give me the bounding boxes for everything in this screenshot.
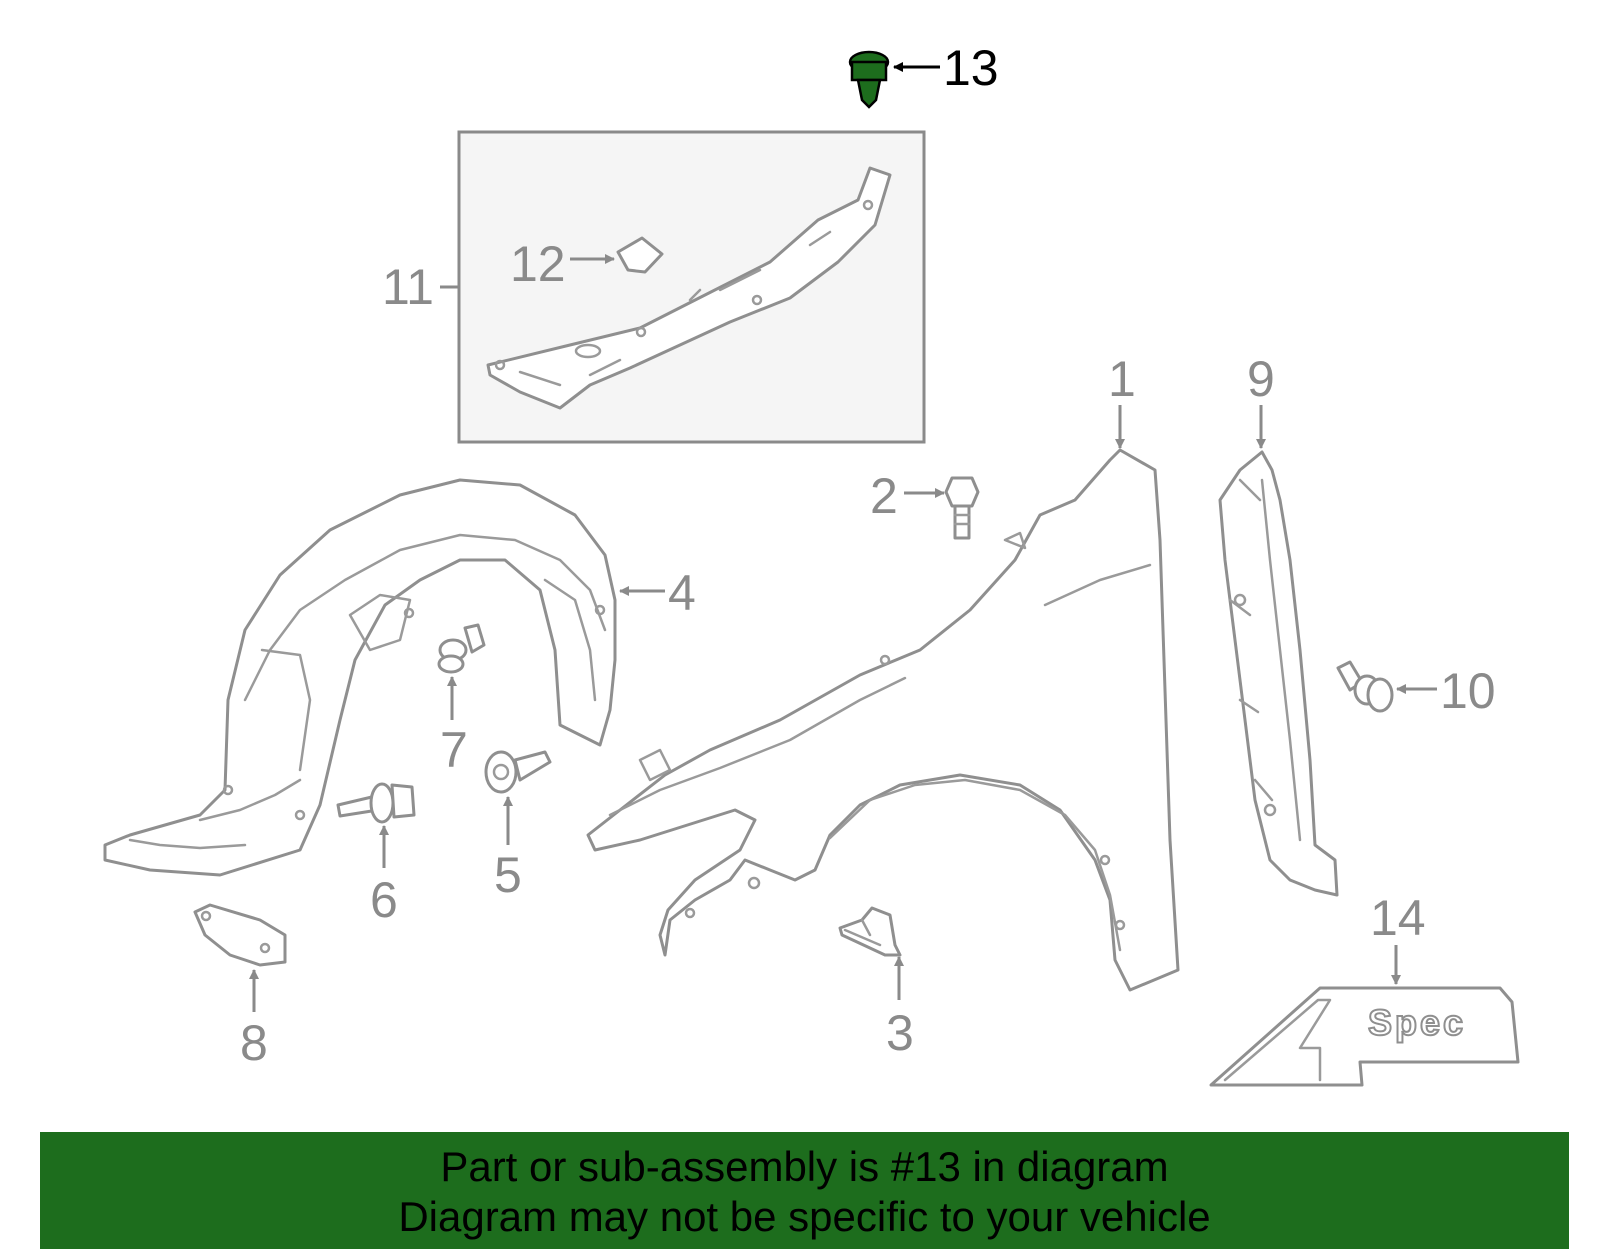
callout-14: 14 [1370,890,1426,946]
callout-4: 4 [668,565,696,621]
part-4-inner-fender-liner[interactable] [103,478,617,877]
part-13-clip[interactable] [848,50,890,109]
callout-10: 10 [1440,663,1496,719]
callout-8: 8 [240,1015,268,1071]
part-2-bolt[interactable] [944,476,980,540]
callout-1: 1 [1108,351,1136,407]
emblem-spec-text: Spec [1368,1002,1466,1043]
part-7-clip[interactable] [437,623,486,674]
callout-12: 12 [510,236,566,292]
callout-5: 5 [494,847,522,903]
callout-2: 2 [870,468,898,524]
part-9-seal[interactable] [1218,450,1339,897]
part-3-bracket[interactable] [838,906,902,957]
callout-11: 11 [382,259,434,315]
info-banner: Part or sub-assembly is #13 in diagram D… [40,1132,1569,1249]
callout-3: 3 [886,1005,914,1061]
banner-line-1: Part or sub-assembly is #13 in diagram [440,1143,1169,1190]
part-12-pad[interactable] [616,236,664,274]
banner-line-2: Diagram may not be specific to your vehi… [398,1193,1211,1240]
part-1-fender[interactable] [586,448,1180,992]
part-11-bracket[interactable] [486,166,892,410]
part-14-emblem[interactable]: Spec [1209,986,1520,1087]
callout-13: 13 [943,40,999,96]
part-6-screw[interactable] [336,782,416,824]
part-8-pad[interactable] [193,903,287,967]
parts-diagram: 13 11 12 1 2 [103,40,1520,1087]
part-5-clip[interactable] [484,750,552,794]
callout-7: 7 [440,722,468,778]
part-10-clip[interactable] [1336,660,1394,713]
callout-9: 9 [1247,351,1275,407]
callout-6: 6 [370,872,398,928]
